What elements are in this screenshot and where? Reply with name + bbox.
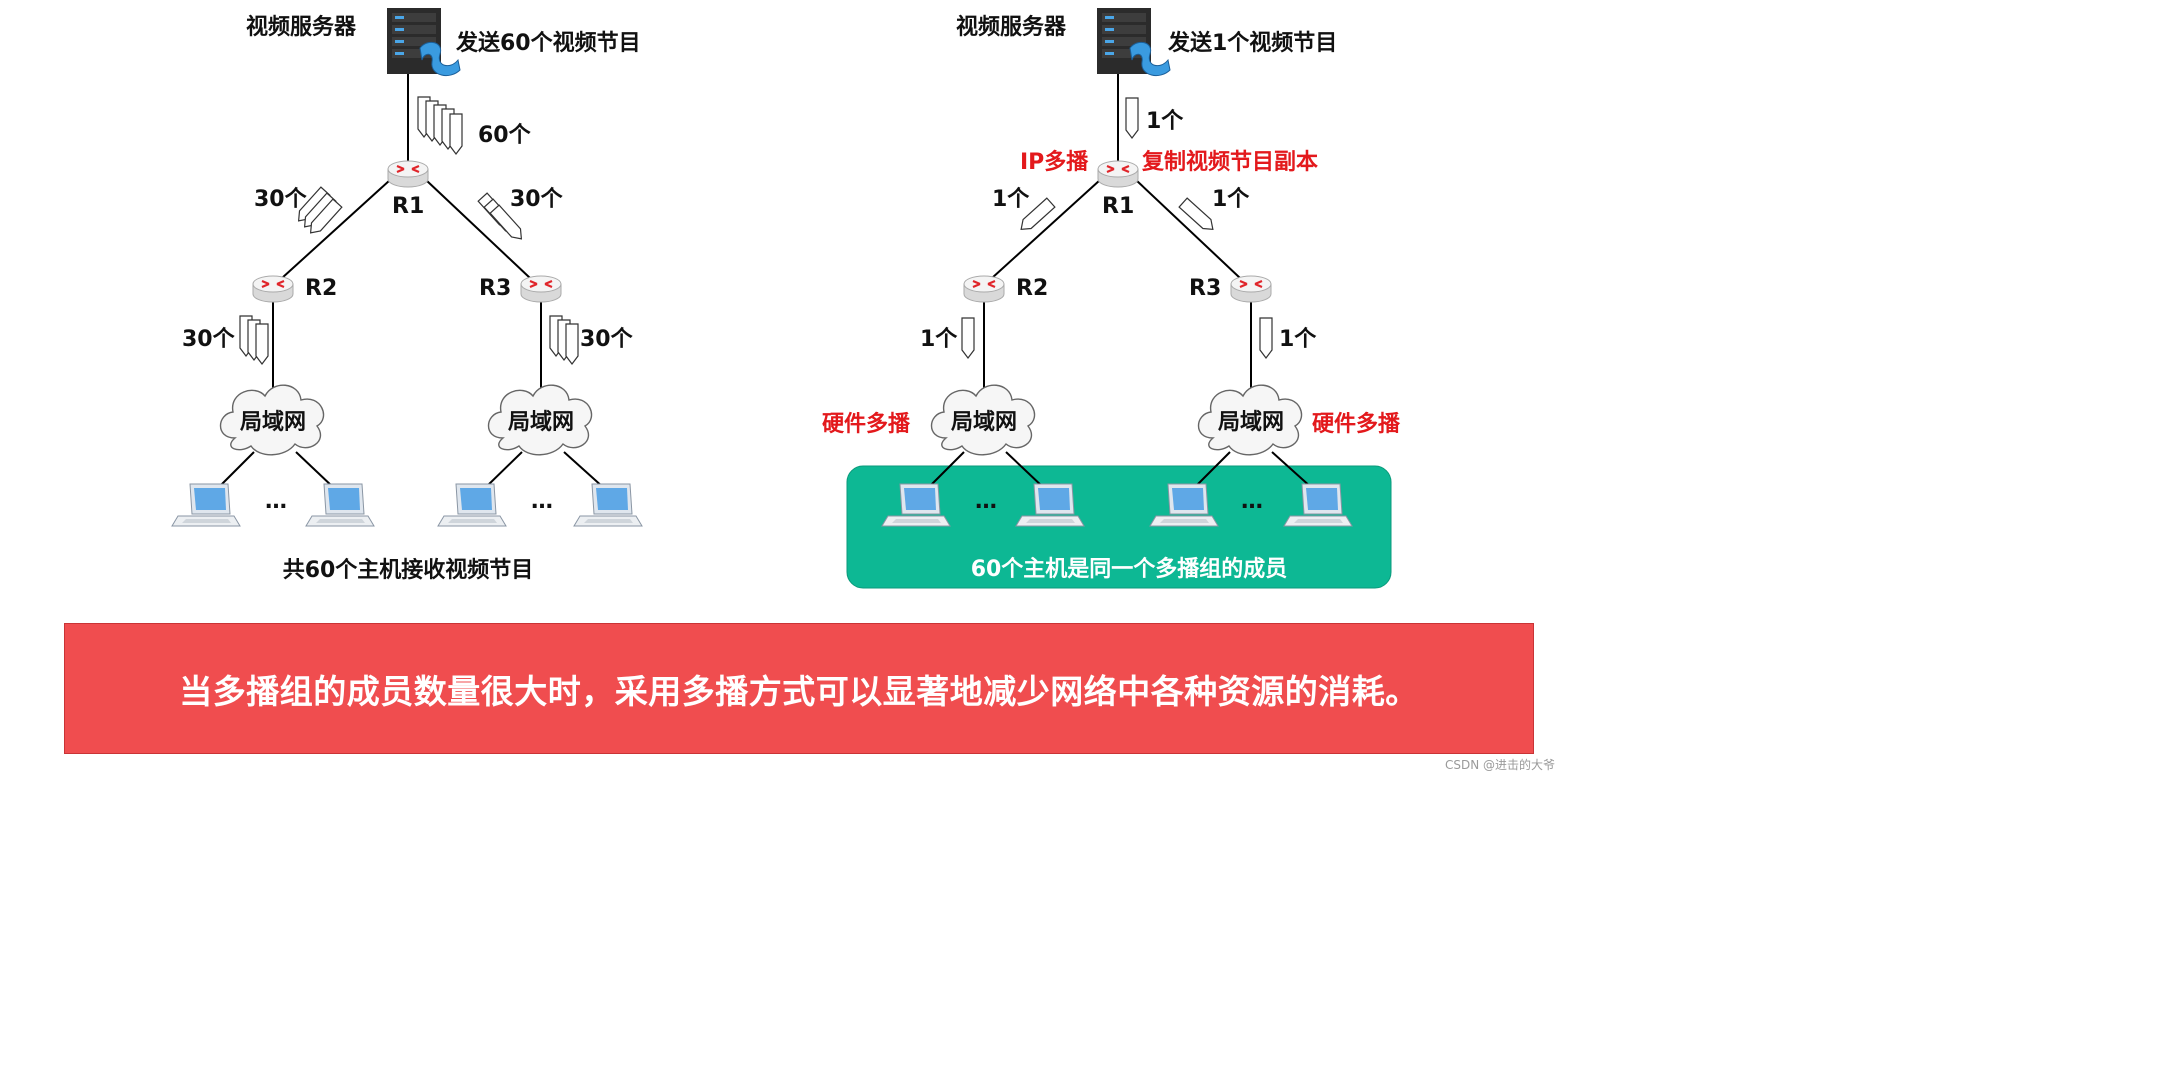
hardware-multicast-label: 硬件多播 <box>822 411 911 437</box>
router-label: R2 <box>305 276 337 301</box>
packet-stack-icon <box>417 96 463 155</box>
router-label: R1 <box>392 194 424 219</box>
packet-stack-icon <box>549 315 579 365</box>
packet-count-label: 1个 <box>1146 109 1184 134</box>
packet-icon <box>1125 97 1139 139</box>
ellipsis: … <box>1241 489 1263 514</box>
watermark: CSDN @进击的大爷 <box>1444 758 1555 772</box>
router-icon <box>962 274 1006 304</box>
group-caption: 60个主机是同一个多播组的成员 <box>971 556 1288 582</box>
packet-count-label: 30个 <box>580 327 634 352</box>
lan-label: 局域网 <box>508 409 574 435</box>
summary-text: 当多播组的成员数量很大时，采用多播方式可以显著地减少网络中各种资源的消耗。 <box>179 671 1419 711</box>
router-label: R3 <box>479 276 511 301</box>
packet-count-label: 1个 <box>920 327 958 352</box>
send-label: 发送1个视频节目 <box>1167 30 1337 56</box>
summary-banner: 当多播组的成员数量很大时，采用多播方式可以显著地减少网络中各种资源的消耗。 <box>64 623 1534 754</box>
copy-label: 复制视频节目副本 <box>1141 149 1318 175</box>
router-label: R3 <box>1189 276 1221 301</box>
packet-icon <box>1259 317 1273 359</box>
send-label: 发送60个视频节目 <box>455 30 641 56</box>
laptop-icon <box>171 483 241 527</box>
packet-count-label: 1个 <box>1212 187 1250 212</box>
multicast-group-box <box>846 465 1392 589</box>
router-icon <box>1229 274 1273 304</box>
packet-count-label: 30个 <box>182 327 236 352</box>
router-icon <box>386 159 430 189</box>
multicast-diagram: 视频服务器 发送60个视频节目 60个 30个 30个 R1 R2 R3 30个… <box>171 8 1401 589</box>
router-label: R1 <box>1102 194 1134 219</box>
server-label: 视频服务器 <box>956 14 1067 40</box>
packet-icon <box>961 317 975 359</box>
lan-label: 局域网 <box>951 409 1017 435</box>
ip-multicast-label: IP多播 <box>1020 149 1089 175</box>
ellipsis: … <box>265 489 287 514</box>
hardware-multicast-label: 硬件多播 <box>1312 411 1401 437</box>
ellipsis: … <box>531 489 553 514</box>
packet-count-label: 30个 <box>510 187 564 212</box>
laptop-icon <box>437 483 507 527</box>
laptop-icon <box>573 483 643 527</box>
laptop-icon <box>305 483 375 527</box>
server-label: 视频服务器 <box>246 14 357 40</box>
lan-label: 局域网 <box>1218 409 1284 435</box>
packet-count-label: 1个 <box>992 187 1030 212</box>
router-icon <box>519 274 563 304</box>
left-unicast-network: 视频服务器 发送60个视频节目 60个 30个 30个 R1 R2 R3 30个… <box>171 8 643 583</box>
left-caption: 共60个主机接收视频节目 <box>283 557 534 583</box>
router-icon <box>1096 159 1140 189</box>
right-multicast-network: 视频服务器 发送1个视频节目 1个 IP多播 复制视频节目副本 1个 R1 1个… <box>822 8 1401 589</box>
packet-count-label: 60个 <box>478 123 532 148</box>
packet-count-label: 1个 <box>1279 327 1317 352</box>
packet-stack-icon <box>239 315 269 365</box>
ellipsis: … <box>975 489 997 514</box>
router-label: R2 <box>1016 276 1048 301</box>
router-icon <box>251 274 295 304</box>
packet-count-label: 30个 <box>254 187 308 212</box>
lan-label: 局域网 <box>240 409 306 435</box>
